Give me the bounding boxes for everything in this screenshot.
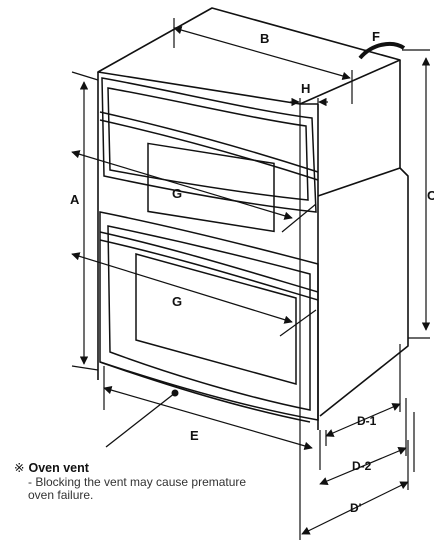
oven-vent-pointer xyxy=(105,389,179,448)
label-B: B xyxy=(260,31,269,46)
lower-oven-door xyxy=(99,211,319,421)
dimension-labels: A B C F H G G E D-1 D-2 D' xyxy=(70,29,434,515)
oven-vent-title-text: Oven vent xyxy=(28,461,89,475)
oven-vent-note: ※Oven vent - Blocking the vent may cause… xyxy=(14,461,268,502)
label-E: E xyxy=(190,428,199,443)
label-H: H xyxy=(301,81,310,96)
label-C: C xyxy=(427,188,434,203)
oven-body xyxy=(97,7,409,430)
label-D-1: D-1 xyxy=(357,414,377,428)
label-G-lower: G xyxy=(172,294,182,309)
dimension-lines xyxy=(71,18,431,540)
note-symbol: ※ xyxy=(14,461,25,475)
oven-vent-note-text: - Blocking the vent may cause premature … xyxy=(28,475,247,502)
label-F: F xyxy=(372,29,380,44)
label-D-prime: D' xyxy=(350,501,362,515)
oven-vent-note-title: ※Oven vent xyxy=(14,461,268,476)
label-D-2: D-2 xyxy=(352,459,372,473)
label-A: A xyxy=(70,192,80,207)
label-G-upper: G xyxy=(172,186,182,201)
